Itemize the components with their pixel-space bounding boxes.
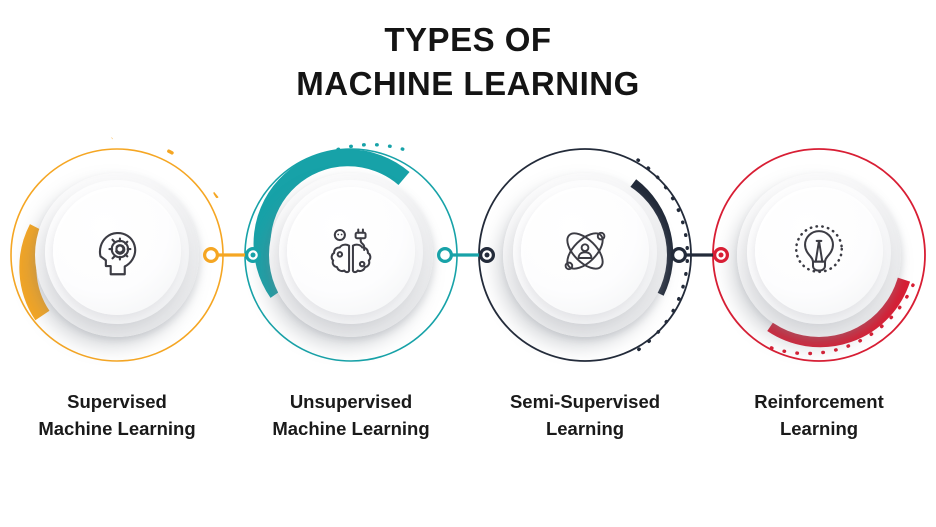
- node-stage: [0, 137, 936, 380]
- connector-node-end-dot: [718, 252, 724, 258]
- connector-1-2: [202, 140, 262, 370]
- thick-accent-arc: [19, 224, 50, 321]
- label-line-1: Unsupervised: [289, 391, 413, 412]
- node-unsupervised[interactable]: [236, 140, 466, 370]
- label-unsupervised: Unsupervised Machine Learning: [236, 388, 466, 442]
- node-semi-supervised[interactable]: [470, 140, 700, 370]
- connector-2-3: [436, 140, 496, 370]
- disc-face: [53, 187, 181, 315]
- connector-node-start[interactable]: [670, 246, 688, 263]
- label-line-1: Semi-Supervised: [509, 391, 661, 412]
- disc-face: [521, 187, 649, 315]
- node-reinforcement[interactable]: [704, 140, 934, 370]
- connector-node-end-dot: [484, 252, 490, 258]
- disc-face: [755, 187, 883, 315]
- label-line-1: Supervised: [67, 391, 167, 412]
- title-line-2: MACHINE LEARNING: [296, 64, 640, 102]
- label-line-2: Learning: [545, 418, 625, 439]
- label-line-2: Machine Learning: [38, 418, 196, 439]
- label-line-1: Reinforcement: [754, 391, 884, 412]
- label-row: Supervised Machine Learning Unsupervised…: [0, 388, 936, 458]
- label-line-2: Learning: [779, 418, 859, 439]
- thick-accent-arc: [767, 276, 911, 348]
- connector-node-end-dot: [250, 252, 256, 258]
- connector-node-start[interactable]: [436, 246, 454, 263]
- label-semi-supervised: Semi-Supervised Learning: [470, 388, 700, 442]
- label-line-2: Machine Learning: [272, 418, 430, 439]
- label-supervised: Supervised Machine Learning: [2, 388, 232, 442]
- connector-3-4: [670, 140, 730, 370]
- connector-node-start[interactable]: [202, 246, 220, 263]
- title-line-1: TYPES OF: [384, 21, 552, 58]
- page-title: TYPES OF MACHINE LEARNING: [0, 18, 936, 106]
- brain-plug-icon: [320, 220, 382, 282]
- node-supervised[interactable]: [2, 137, 235, 370]
- thick-accent-arc: [253, 149, 410, 298]
- label-reinforcement: Reinforcement Learning: [704, 388, 934, 442]
- lightbulb-icon: [788, 220, 850, 282]
- atom-person-icon: [554, 220, 616, 282]
- disc-face: [287, 187, 415, 315]
- head-gear-icon: [86, 220, 148, 282]
